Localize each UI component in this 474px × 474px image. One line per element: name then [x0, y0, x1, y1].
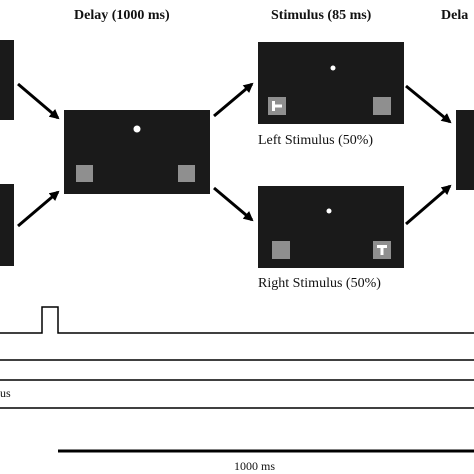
screen-partial-left-bottom	[0, 184, 14, 266]
arrow-delay-to-right-stimulus	[213, 186, 254, 222]
delay-fixation-dot	[133, 125, 141, 133]
timeline-row-label-partial: us	[0, 386, 11, 400]
arrow-delay-to-left-stimulus	[213, 82, 254, 118]
left-stimulus-caption: Left Stimulus (50%)	[258, 133, 374, 148]
arrow-left-bottom-to-delay	[17, 190, 60, 228]
screen-partial-left-top	[0, 40, 14, 120]
stimulus-header: Stimulus (85 ms)	[271, 8, 372, 23]
left-stimulus-placeholder	[373, 97, 391, 115]
arrow-right-stimulus-to-next	[405, 184, 452, 226]
right-stimulus-placeholder	[272, 241, 290, 259]
delay-right-placeholder	[178, 165, 195, 182]
screen-partial-right	[456, 110, 474, 190]
t-shape-upright-icon	[377, 245, 387, 255]
timeline-pulse-line	[0, 306, 474, 334]
left-stimulus-fixation-dot	[330, 65, 336, 71]
right-stimulus-fixation-dot	[326, 208, 332, 214]
arrow-left-top-to-delay	[17, 82, 60, 120]
delay-left-placeholder	[76, 165, 93, 182]
right-stimulus-caption: Right Stimulus (50%)	[258, 276, 381, 291]
delay-header: Delay (1000 ms)	[74, 8, 170, 23]
delay-header-right-partial: Dela	[441, 8, 469, 23]
arrow-left-stimulus-to-next	[405, 84, 452, 124]
scale-label: 1000 ms	[234, 459, 276, 473]
t-shape-rotated-left-icon	[272, 101, 282, 111]
